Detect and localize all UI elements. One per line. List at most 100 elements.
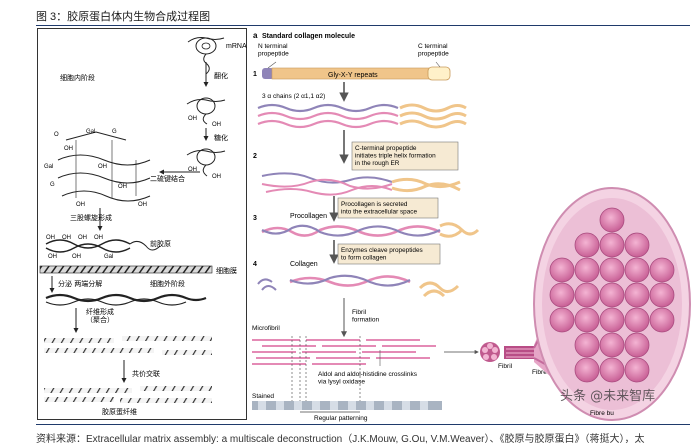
step-3-label: 3	[253, 215, 257, 222]
oh-label: OH	[138, 202, 147, 208]
microfibril-array	[252, 336, 436, 410]
oh-label: OH	[76, 202, 85, 208]
fibril-circle	[624, 357, 650, 383]
oh-label: OH	[118, 184, 127, 190]
fibril-circle	[624, 232, 650, 258]
fibril-circle	[574, 257, 600, 283]
fibril-circle	[599, 207, 625, 233]
fibril-circle	[574, 332, 600, 358]
title-rule	[36, 25, 690, 26]
oh-label: OH	[188, 116, 197, 122]
fibril-circle	[549, 307, 575, 333]
oh-label: OH	[72, 254, 81, 260]
stage-extracellular-label: 细胞外阶段	[150, 279, 185, 288]
glycosylated-chain-icon	[186, 148, 226, 177]
alpha-chains-label: 3 α chains (2 α1,1 α2)	[262, 93, 325, 100]
fibril-circle	[624, 307, 650, 333]
procollagen-text: Procollagen	[290, 213, 327, 220]
fibril-circle	[599, 332, 625, 358]
fibril-circle	[649, 257, 675, 283]
stained-band	[252, 401, 442, 410]
g-label: G	[50, 182, 55, 188]
oh-label: OH	[212, 174, 221, 180]
fibril-circle	[574, 357, 600, 383]
collagen-fiber-label: 胶原蛋纤维	[102, 407, 137, 416]
g-label: G	[112, 129, 117, 135]
oh-label: OH	[48, 254, 57, 260]
nascent-chain	[203, 53, 210, 75]
fibril-circle	[549, 282, 575, 308]
box-secreted	[337, 197, 439, 219]
oh-label: OH	[98, 164, 107, 170]
panel-heading: Standard collagen molecule	[262, 33, 355, 40]
box-c-terminal	[351, 141, 459, 171]
fibril-circle	[624, 332, 650, 358]
collagen-fiber-bundle	[44, 386, 212, 403]
gly-xy-repeats-label: Gly-X-Y repeats	[328, 72, 378, 79]
fibril-circle	[574, 282, 600, 308]
oh-label: OH	[64, 146, 73, 152]
fibre-circles	[549, 207, 675, 383]
gal-label: Gal	[104, 254, 113, 260]
footer-rule	[36, 424, 690, 425]
fibril-circle	[624, 282, 650, 308]
step-sugar-label: 糖化	[214, 133, 228, 142]
oh-label: OH	[46, 235, 55, 241]
mrna-strand	[187, 37, 225, 43]
fibril-circle	[599, 232, 625, 258]
step-1-label: 1	[253, 71, 257, 78]
intracellular-diagram-frame	[37, 28, 247, 420]
step-translate-label: 翻化	[214, 71, 228, 80]
step-fibril-label: 纤维形成（聚合）	[86, 307, 114, 324]
procollagen-molecule	[261, 222, 480, 238]
procollagen-label: 前胶原	[150, 239, 171, 248]
cell-membrane-label: 细胞膜	[216, 266, 237, 275]
regular-patterning-label: Regular patterning	[314, 415, 368, 422]
watermark: 头条 @未来智库	[560, 388, 655, 404]
collagen-text: Collagen	[290, 261, 318, 268]
oh-label: OH	[212, 122, 221, 128]
step-cleave-label: 分泌 两端分解	[58, 279, 102, 288]
mrna-label: mRNA	[226, 43, 247, 50]
fibril-circle	[649, 307, 675, 333]
microfibril-label: Microfibril	[252, 325, 280, 332]
figure-title: 图 3：胶原蛋白体内生物合成过程图	[36, 11, 211, 23]
fibril-circle	[599, 307, 625, 333]
fibril-circle	[574, 232, 600, 258]
step-4-label: 4	[253, 261, 257, 268]
step-disulfide-label: 二硫键结合	[150, 174, 185, 183]
stage-intracellular-label: 细胞内阶段	[60, 73, 95, 82]
fibre-bundle-label: Fibre bu	[590, 410, 614, 417]
cleaved-collagen	[257, 274, 460, 298]
triple-helix-initiation	[261, 172, 461, 196]
cell-membrane-band	[39, 265, 213, 274]
fibril-circle	[549, 257, 575, 283]
oh-label: OH	[188, 167, 197, 173]
gal-label: Gal	[44, 164, 53, 170]
step-crosslink-label: 共价交联	[132, 369, 160, 378]
panel-letter: a	[253, 31, 258, 40]
fibril-label: Fibril	[498, 363, 513, 370]
oh-label: OH	[78, 235, 87, 241]
step-triple-helix-label: 三股螺旋形成	[70, 213, 112, 222]
oh-label: OH	[94, 235, 103, 241]
procollagen-helix	[45, 239, 161, 253]
ribosome-icon	[195, 37, 217, 55]
fibril-cross-section-icon	[444, 342, 500, 362]
fibre-bundle-illustration	[533, 187, 691, 421]
left-panel: mRNA 细胞内阶段 翻化 OH OH 糖化 OH OH	[39, 37, 247, 416]
fibril-circle	[599, 282, 625, 308]
fibril-circle	[599, 357, 625, 383]
fibril-circle	[624, 257, 650, 283]
oh-label: OH	[62, 235, 71, 241]
gal-label: Gal	[86, 129, 95, 135]
box-enzymes	[337, 243, 441, 265]
